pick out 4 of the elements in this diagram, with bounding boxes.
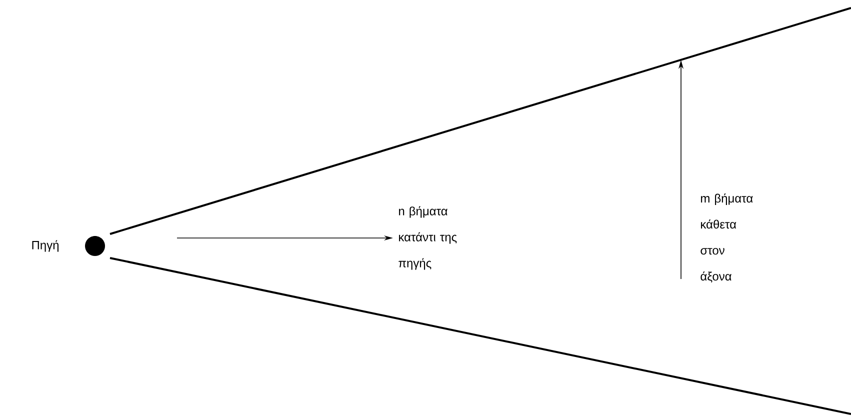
- source-label: Πηγή: [32, 240, 58, 252]
- annotation-text: n βήματα κατάντι της πηγής: [398, 206, 457, 270]
- source-dot: [85, 236, 106, 256]
- annotation-text: m βήματα κάθετα στον άξονα: [700, 193, 753, 283]
